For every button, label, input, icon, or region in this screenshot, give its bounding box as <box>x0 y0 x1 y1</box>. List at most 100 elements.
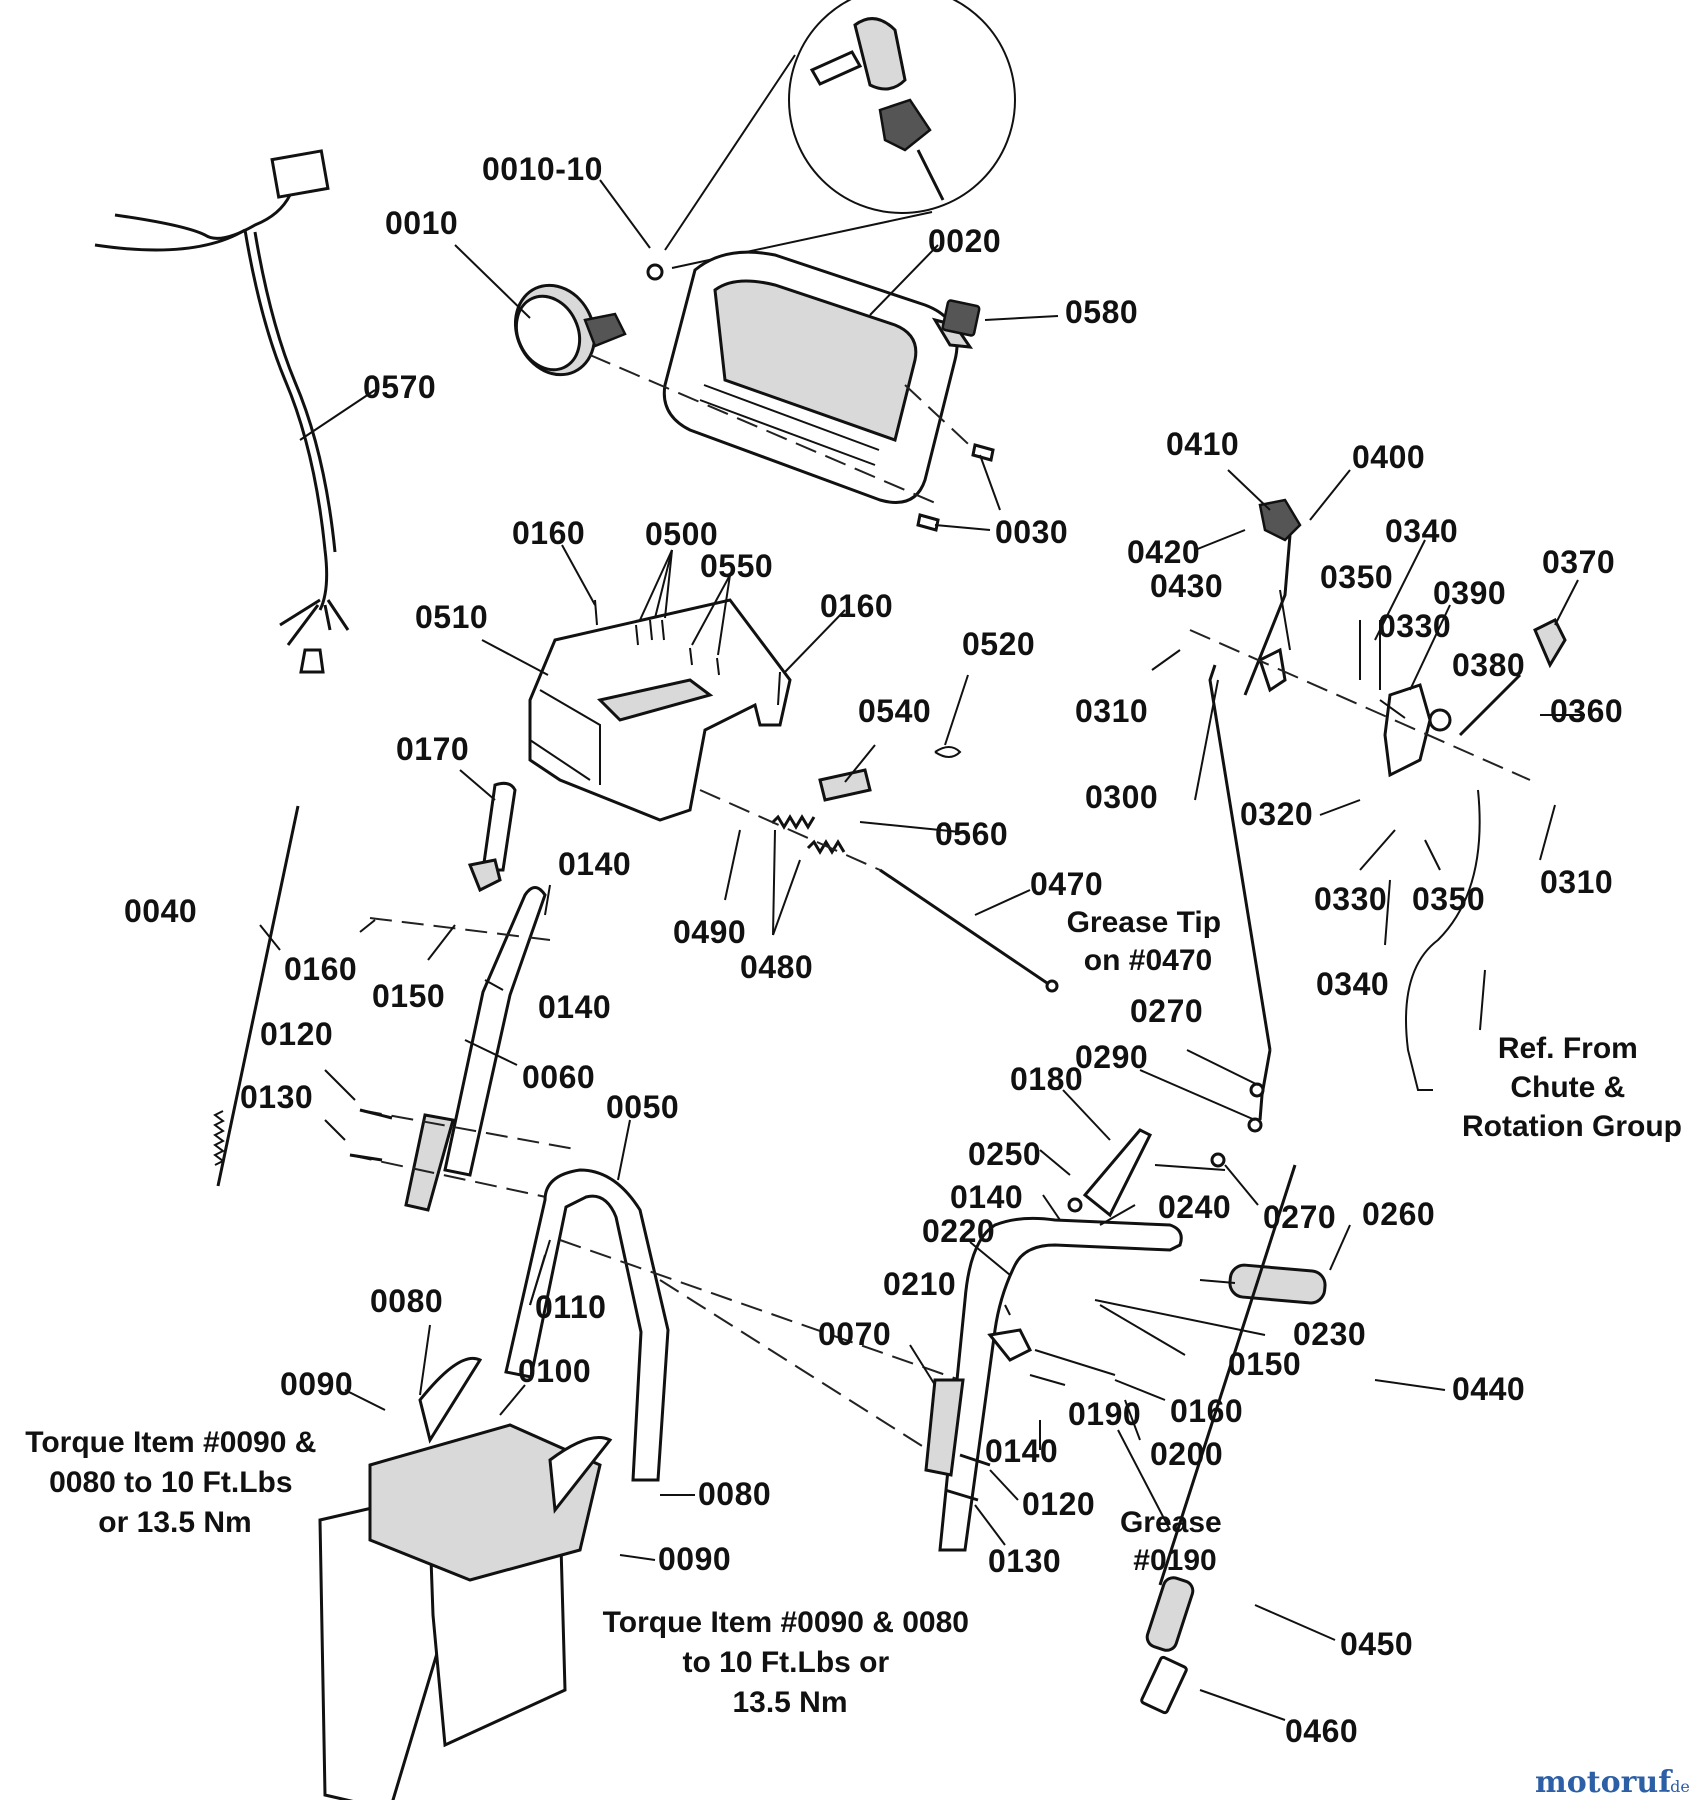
note-grease-0190: Grease #0190 <box>1120 1506 1230 1577</box>
label-0090-top: 0090 <box>280 1366 353 1402</box>
label-0160-left: 0160 <box>284 951 357 987</box>
label-0480: 0480 <box>740 949 813 985</box>
label-0190: 0190 <box>1068 1396 1141 1432</box>
dashboard-panel <box>662 250 974 504</box>
label-0320: 0320 <box>1240 796 1313 832</box>
label-0430: 0430 <box>1150 568 1223 604</box>
notes: Grease Tip on #0470 Ref. From Chute & Ro… <box>25 906 1682 1719</box>
note-ref-from-chute: Ref. From Chute & Rotation Group <box>1462 1032 1682 1143</box>
label-0140-mid: 0140 <box>950 1179 1023 1215</box>
label-0050: 0050 <box>606 1089 679 1125</box>
wiring-harness <box>94 149 350 674</box>
label-0330-bottom: 0330 <box>1314 881 1387 917</box>
label-0270-bottom: 0270 <box>1263 1199 1336 1235</box>
label-0200: 0200 <box>1150 1436 1223 1472</box>
upper-handle-right <box>924 1216 1183 1552</box>
label-0260: 0260 <box>1362 1196 1435 1232</box>
label-0440: 0440 <box>1452 1371 1525 1407</box>
label-0490: 0490 <box>673 914 746 950</box>
label-0370: 0370 <box>1542 544 1615 580</box>
cable-0040 <box>213 805 300 1187</box>
label-0010-10: 0010-10 <box>482 151 603 187</box>
label-0090-bottom: 0090 <box>658 1541 731 1577</box>
label-0120-right: 0120 <box>1022 1486 1095 1522</box>
cable-0440 <box>1140 1164 1297 1715</box>
label-0400: 0400 <box>1352 439 1425 475</box>
note-grease-tip: Grease Tip on #0470 <box>1067 906 1230 977</box>
latch-parts <box>987 1328 1116 1376</box>
label-0100: 0100 <box>518 1353 591 1389</box>
springs <box>770 814 846 855</box>
part-number-labels: 0010-10 0010 0020 0580 0570 0030 0410 04… <box>124 151 1623 1749</box>
label-0240: 0240 <box>1158 1189 1231 1225</box>
label-0350-top: 0350 <box>1320 559 1393 595</box>
ref-cable <box>1405 789 1481 1091</box>
label-0130-right: 0130 <box>988 1543 1061 1579</box>
label-0180: 0180 <box>1010 1061 1083 1097</box>
label-0020: 0020 <box>928 223 1001 259</box>
label-0110: 0110 <box>535 1289 606 1325</box>
label-0160-top: 0160 <box>512 515 585 551</box>
lever-0180 <box>1067 1128 1153 1218</box>
label-0310-left: 0310 <box>1075 693 1148 729</box>
label-0500: 0500 <box>645 516 718 552</box>
watermark-logo: motoruf .de <box>1535 1765 1690 1800</box>
label-0410: 0410 <box>1166 426 1239 462</box>
label-0060: 0060 <box>522 1059 595 1095</box>
bolts-right <box>944 1453 991 1502</box>
note-torque-left: Torque Item #0090 & 0080 to 10 Ft.Lbs or… <box>25 1426 325 1539</box>
console-frame <box>528 598 792 822</box>
label-0080-bottom: 0080 <box>698 1476 771 1512</box>
upper-handle-left <box>404 886 547 1212</box>
label-0330-top: 0330 <box>1378 608 1451 644</box>
label-0390: 0390 <box>1433 575 1506 611</box>
rod-0470 <box>699 789 1059 993</box>
label-0160-mid: 0160 <box>820 588 893 624</box>
chute-control-assembly <box>1243 498 1567 778</box>
label-0520: 0520 <box>962 626 1035 662</box>
label-0170: 0170 <box>396 731 469 767</box>
label-0470: 0470 <box>1030 866 1103 902</box>
label-0030: 0030 <box>995 514 1068 550</box>
leader-lines <box>259 179 1585 1721</box>
label-0460: 0460 <box>1285 1713 1358 1749</box>
label-0340-bottom: 0340 <box>1316 966 1389 1002</box>
clip <box>934 746 962 758</box>
label-0310-right: 0310 <box>1540 864 1613 900</box>
label-0130-left: 0130 <box>240 1079 313 1115</box>
clamp <box>467 781 517 893</box>
label-0560: 0560 <box>935 816 1008 852</box>
label-0210: 0210 <box>883 1266 956 1302</box>
label-0510: 0510 <box>415 599 488 635</box>
label-0290: 0290 <box>1075 1039 1148 1075</box>
label-0340-top: 0340 <box>1385 513 1458 549</box>
label-0140-top: 0140 <box>558 846 631 882</box>
label-0040: 0040 <box>124 893 197 929</box>
lower-handle <box>504 1168 670 1482</box>
label-0450: 0450 <box>1340 1626 1413 1662</box>
label-0140-left: 0140 <box>538 989 611 1025</box>
label-0150-right: 0150 <box>1228 1346 1301 1382</box>
headlight <box>513 263 664 377</box>
bulb-detail-callout <box>664 0 1016 269</box>
label-0230: 0230 <box>1293 1316 1366 1352</box>
label-0250: 0250 <box>968 1136 1041 1172</box>
watermark-suffix: .de <box>1665 1777 1690 1796</box>
bolts-left <box>349 1108 393 1162</box>
label-0360: 0360 <box>1550 693 1623 729</box>
screws-top-console <box>594 599 781 706</box>
label-0570: 0570 <box>363 369 436 405</box>
switch <box>941 299 981 337</box>
grip <box>1199 1263 1327 1305</box>
label-0150-left: 0150 <box>372 978 445 1014</box>
frame-plates <box>318 1356 613 1800</box>
label-0220: 0220 <box>922 1213 995 1249</box>
watermark-main: motoruf <box>1535 1765 1673 1800</box>
label-0350-bottom: 0350 <box>1412 881 1485 917</box>
label-0010: 0010 <box>385 205 458 241</box>
note-torque-bottom: Torque Item #0090 & 0080 to 10 Ft.Lbs or… <box>603 1606 978 1719</box>
label-0140-bottom: 0140 <box>985 1433 1058 1469</box>
label-0160-right: 0160 <box>1170 1393 1243 1429</box>
label-0070: 0070 <box>818 1316 891 1352</box>
